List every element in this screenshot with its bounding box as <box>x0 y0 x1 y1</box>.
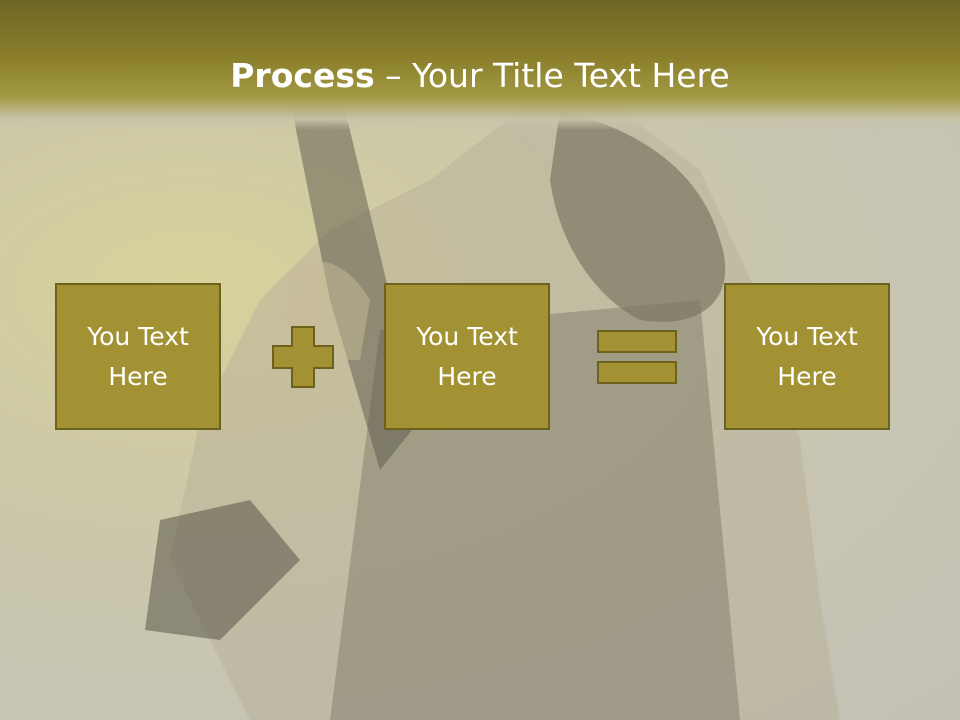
text-box-3-label: You Text Here <box>756 321 858 391</box>
title-bold: Process <box>230 56 375 95</box>
text-box-2-label: You Text Here <box>416 321 518 391</box>
equals-icon <box>597 330 677 388</box>
title-rest: – Your Title Text Here <box>374 56 730 95</box>
title-bar <box>0 0 960 130</box>
text-box-1[interactable]: You Text Here <box>55 283 221 430</box>
text-box-1-label: You Text Here <box>87 321 189 391</box>
plus-icon <box>272 326 334 392</box>
slide-title: Process – Your Title Text Here <box>0 54 960 98</box>
text-box-3[interactable]: You Text Here <box>724 283 890 430</box>
text-box-2[interactable]: You Text Here <box>384 283 550 430</box>
